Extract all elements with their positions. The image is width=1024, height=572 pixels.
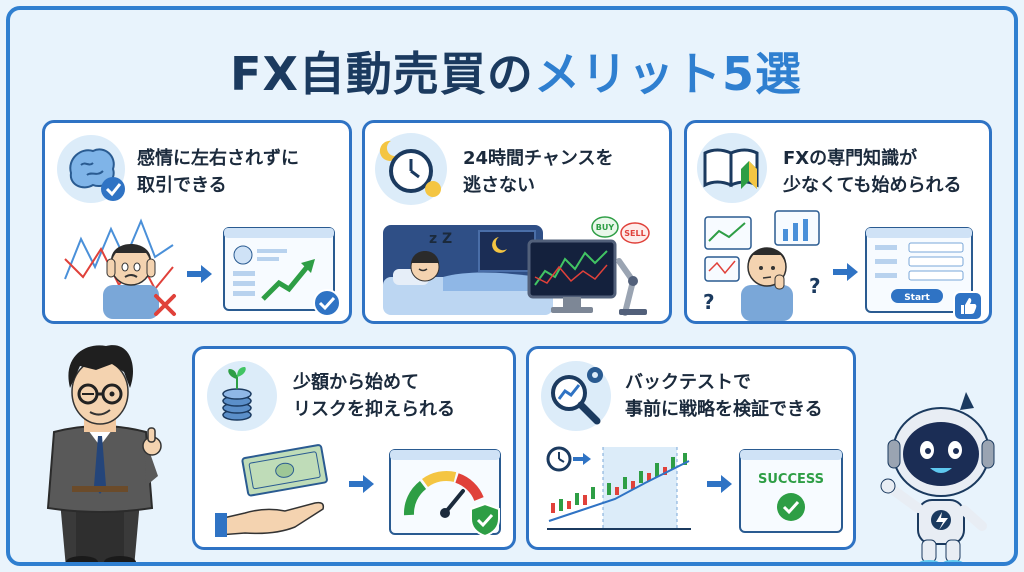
sell-bubble-label: SELL xyxy=(624,229,645,238)
card-3-line2: 少なくても始められる xyxy=(783,175,962,196)
merit-card-small-capital: 少額から始めてリスクを抑えられる xyxy=(192,346,516,550)
arrow-right-icon xyxy=(833,263,858,281)
start-form-window: Start xyxy=(865,227,973,313)
check-circle-icon xyxy=(313,289,341,317)
red-cross-icon xyxy=(154,294,176,316)
card-5-line1: バックテストで xyxy=(625,372,751,393)
svg-text:z Z: z Z xyxy=(429,231,452,247)
arrow-right-icon xyxy=(349,475,374,493)
card-2-line1: 24時間チャンスを xyxy=(463,148,614,169)
candlestick-backtest-chart xyxy=(546,446,691,530)
card-5-title: バックテストで事前に戦略を検証できる xyxy=(625,369,823,423)
svg-text:?: ? xyxy=(703,290,715,314)
card-3-title: FXの専門知識が少なくても始められる xyxy=(783,145,962,199)
confused-person-charts: ? ? xyxy=(703,210,821,321)
card-4-title: 少額から始めてリスクを抑えられる xyxy=(293,369,455,423)
brain-check-icon xyxy=(57,135,125,203)
card-2-title: 24時間チャンスを逃さない xyxy=(463,145,614,199)
sleeping-person-illustration: z Z xyxy=(383,225,553,315)
coins-plant-icon xyxy=(207,361,277,431)
card-2-line2: 逃さない xyxy=(463,175,535,196)
book-beginner-icon xyxy=(697,133,767,203)
merit-card-backtest: バックテストで事前に戦略を検証できる xyxy=(526,346,856,550)
trading-monitor-robot-arm xyxy=(527,239,647,316)
clock-moon-sun-icon xyxy=(375,133,447,205)
infographic-frame: FX自動売買のメリット5選 感情に左右されずに取引できる xyxy=(6,6,1018,566)
card-3-line1: FXの専門知識が xyxy=(783,148,918,169)
card-1-title: 感情に左右されずに取引できる xyxy=(137,145,299,199)
card-1-line1: 感情に左右されずに xyxy=(137,148,299,169)
card-4-line1: 少額から始めて xyxy=(293,372,419,393)
dashboard-growth-window xyxy=(223,227,335,311)
merit-card-beginner: FXの専門知識が少なくても始められる ? ? xyxy=(684,120,992,324)
hand-money-illustration xyxy=(215,444,328,537)
stressed-trader-illustration xyxy=(64,218,174,319)
success-window: SUCCESS xyxy=(739,449,843,533)
buy-bubble-label: BUY xyxy=(596,223,615,232)
title-highlight: メリット5選 xyxy=(533,47,802,101)
shield-check-icon xyxy=(470,502,500,538)
arrow-right-icon xyxy=(707,475,732,493)
arrow-right-icon xyxy=(187,265,212,283)
magnifier-chart-gear-icon xyxy=(541,361,611,431)
buy-sell-bubbles: BUY SELL xyxy=(591,216,650,244)
start-button-label: Start xyxy=(904,293,930,303)
businessman-character xyxy=(46,345,162,562)
card-5-line2: 事前に戦略を検証できる xyxy=(625,399,823,420)
svg-text:?: ? xyxy=(809,274,821,298)
robot-character xyxy=(880,392,995,562)
page-title: FX自動売買のメリット5選 xyxy=(10,38,1014,104)
thumbs-up-icon xyxy=(953,291,983,321)
title-main: FX自動売買の xyxy=(230,47,534,101)
merit-card-emotion: 感情に左右されずに取引できる xyxy=(42,120,352,324)
success-label: SUCCESS xyxy=(758,472,824,487)
merit-card-24h: 24時間チャンスを逃さない z Z BUY SELL xyxy=(362,120,672,324)
card-4-line2: リスクを抑えられる xyxy=(293,399,455,420)
card-1-line2: 取引できる xyxy=(137,175,227,196)
